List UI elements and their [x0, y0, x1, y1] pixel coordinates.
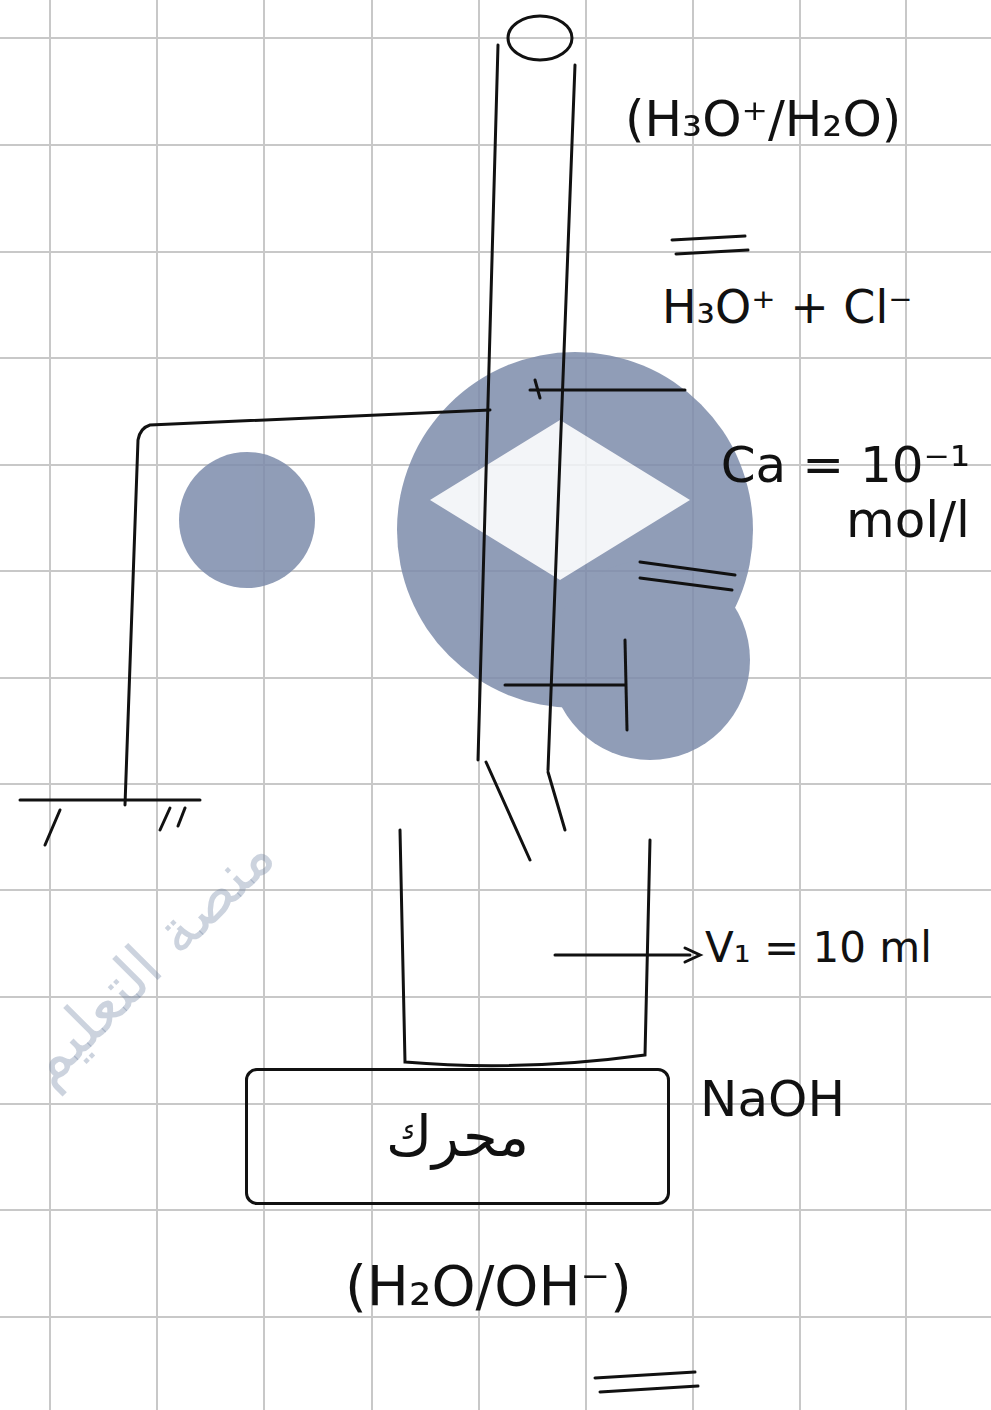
watermark-logo — [179, 352, 753, 760]
underline-marks — [595, 236, 748, 1392]
watermark-text: منصة التعليم — [10, 821, 287, 1098]
couple-label: (H₂O/OH⁻) — [345, 1255, 632, 1317]
concentration-label: Ca = 10⁻¹ mol/l — [640, 438, 970, 548]
stirrer-box: محرك — [245, 1068, 670, 1205]
redox-couple-label: (H₃O⁺/H₂O) — [625, 92, 901, 147]
stand — [20, 410, 490, 845]
ions-label: H₃O⁺ + Cl⁻ — [662, 282, 912, 333]
solution-label: NaOH — [700, 1072, 845, 1127]
device-label: محرك — [386, 1104, 529, 1169]
beaker — [400, 830, 700, 1066]
volume-label: V₁ = 10 ml — [705, 925, 932, 971]
